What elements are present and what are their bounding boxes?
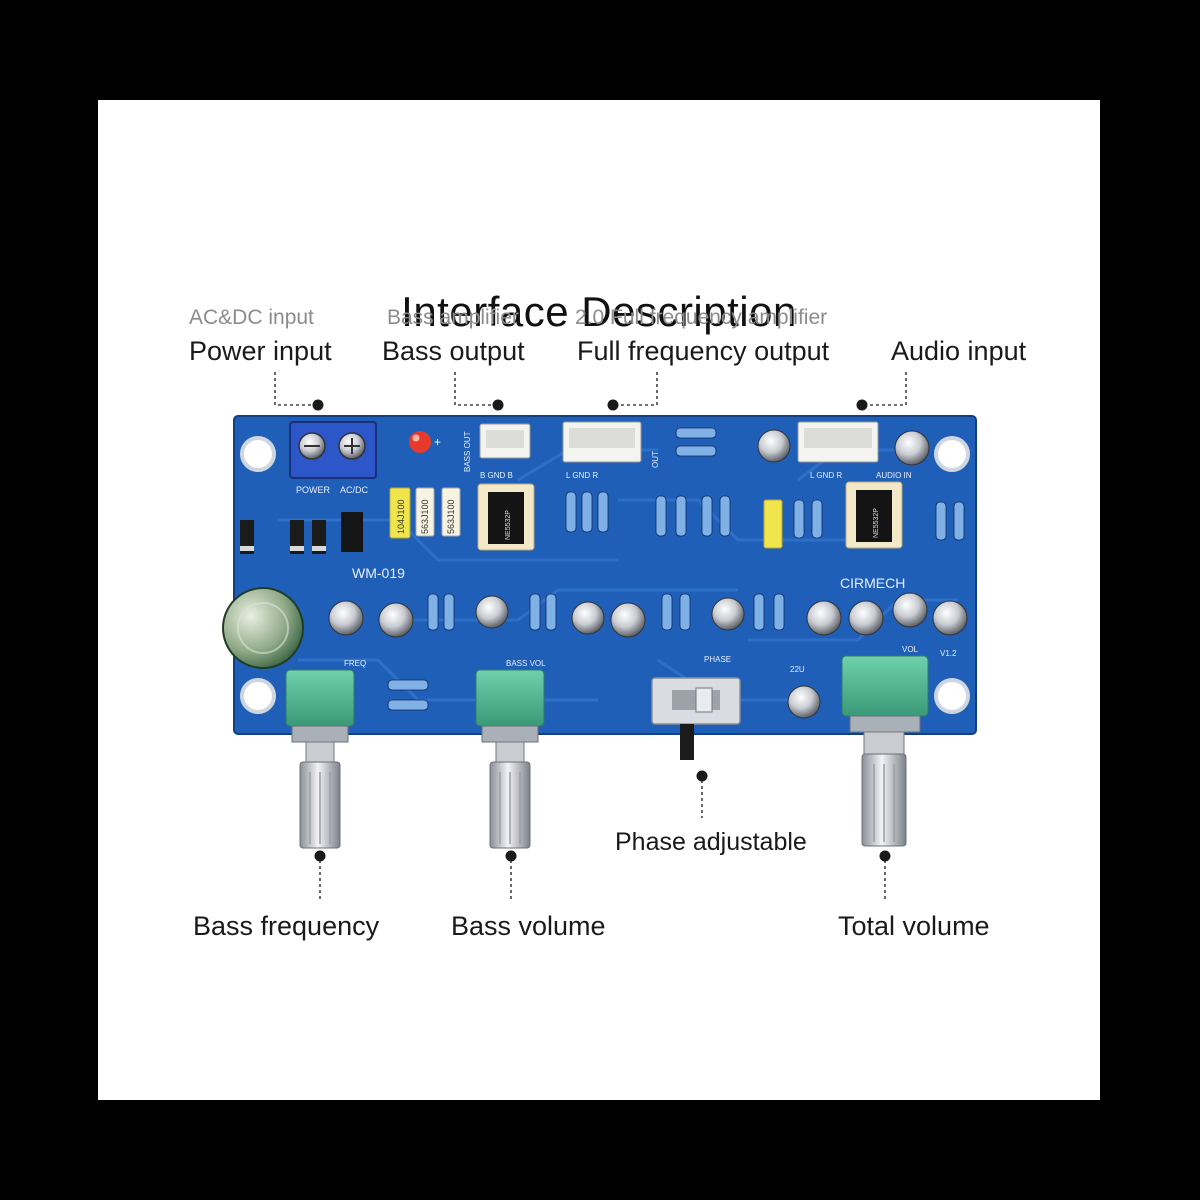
silk-acdc: AC/DC bbox=[340, 485, 369, 495]
total-volume-potentiometer bbox=[841, 655, 929, 847]
film-caps: 104J100 563J100 563J100 bbox=[389, 487, 783, 549]
audio-in-connector bbox=[797, 421, 879, 463]
silk-version: V1.2 bbox=[940, 649, 957, 658]
audio-input-label: Audio input bbox=[891, 336, 1027, 366]
power-terminal bbox=[289, 421, 377, 479]
dot-full-out bbox=[607, 399, 619, 411]
silk-cap-563a: 563J100 bbox=[420, 499, 430, 534]
full-frequency-output-label: Full frequency output bbox=[577, 336, 830, 366]
op-amp-ic-2: NE5532P bbox=[845, 481, 903, 549]
silk-cap-563b: 563J100 bbox=[446, 499, 456, 534]
phase-switch bbox=[651, 677, 741, 760]
diodes bbox=[240, 520, 326, 554]
silk-phase: PHASE bbox=[704, 655, 731, 664]
leader-lines bbox=[274, 372, 907, 900]
silk-22u: 22U bbox=[790, 665, 805, 674]
bass-out-connector bbox=[479, 423, 531, 459]
full-frequency-sublabel: 2.0 Full frequency amplifier bbox=[575, 306, 828, 329]
silk-out: OUT bbox=[651, 451, 660, 468]
bass-output-sublabel: Bass amplifier bbox=[387, 306, 519, 329]
silk-ic2: NE5532P bbox=[873, 508, 880, 538]
bass-frequency-label: Bass frequency bbox=[193, 911, 380, 941]
silk-l-gnd-r-2: L GND R bbox=[810, 471, 842, 480]
diagram-title: Interface Description bbox=[401, 288, 797, 335]
silk-bass-vol: BASS VOL bbox=[506, 659, 546, 668]
silk-audio-in: AUDIO IN bbox=[876, 471, 912, 480]
silk-b-gnd-b: B GND B bbox=[480, 471, 513, 480]
power-input-label: Power input bbox=[189, 336, 332, 366]
board-illustration: POWER AC/DC + 104J100 563J100 bbox=[222, 372, 977, 900]
dot-audio-in bbox=[856, 399, 868, 411]
main-filter-capacitor bbox=[222, 587, 304, 669]
silk-bass-out: BASS OUT bbox=[463, 431, 472, 472]
mounting-holes bbox=[240, 436, 970, 714]
leader-dots bbox=[312, 399, 891, 862]
power-input-sublabel: AC&DC input bbox=[189, 306, 314, 329]
leader-bass-out bbox=[454, 372, 498, 406]
diagram-canvas: Interface Description AC&DC input Power … bbox=[98, 100, 1100, 1100]
op-amp-ic-1: NE5532P bbox=[477, 483, 535, 551]
bass-volume-label: Bass volume bbox=[451, 911, 606, 941]
silk-freq: FREQ bbox=[344, 659, 366, 668]
bass-output-label: Bass output bbox=[382, 336, 525, 366]
dot-bass-vol bbox=[505, 850, 517, 862]
svg-text:+: + bbox=[434, 435, 441, 449]
power-led: + bbox=[409, 431, 441, 453]
dot-phase bbox=[696, 770, 708, 782]
dot-power bbox=[312, 399, 324, 411]
bass-frequency-potentiometer bbox=[285, 669, 355, 849]
regulator bbox=[341, 512, 363, 552]
phase-adjustable-label: Phase adjustable bbox=[615, 828, 807, 856]
silk-cap-104: 104J100 bbox=[396, 499, 406, 534]
silk-brand: CIRMECH bbox=[840, 575, 905, 591]
dot-total-vol bbox=[879, 850, 891, 862]
dot-bass-freq bbox=[314, 850, 326, 862]
leader-audio-in bbox=[862, 372, 907, 406]
silk-ic1: NE5532P bbox=[505, 510, 512, 540]
silk-vol: VOL bbox=[902, 645, 919, 654]
leader-full-out bbox=[613, 372, 658, 406]
silk-board-name: WM-019 bbox=[352, 565, 405, 581]
resistors bbox=[387, 427, 965, 711]
pcb: POWER AC/DC + 104J100 563J100 bbox=[222, 415, 977, 735]
leader-power bbox=[274, 372, 318, 406]
silk-l-gnd-r-1: L GND R bbox=[566, 471, 598, 480]
full-out-connector bbox=[562, 421, 642, 463]
silk-power: POWER bbox=[296, 485, 331, 495]
small-capacitors bbox=[328, 429, 968, 719]
total-volume-label: Total volume bbox=[838, 911, 990, 941]
bass-volume-potentiometer bbox=[475, 669, 545, 849]
dot-bass-out bbox=[492, 399, 504, 411]
